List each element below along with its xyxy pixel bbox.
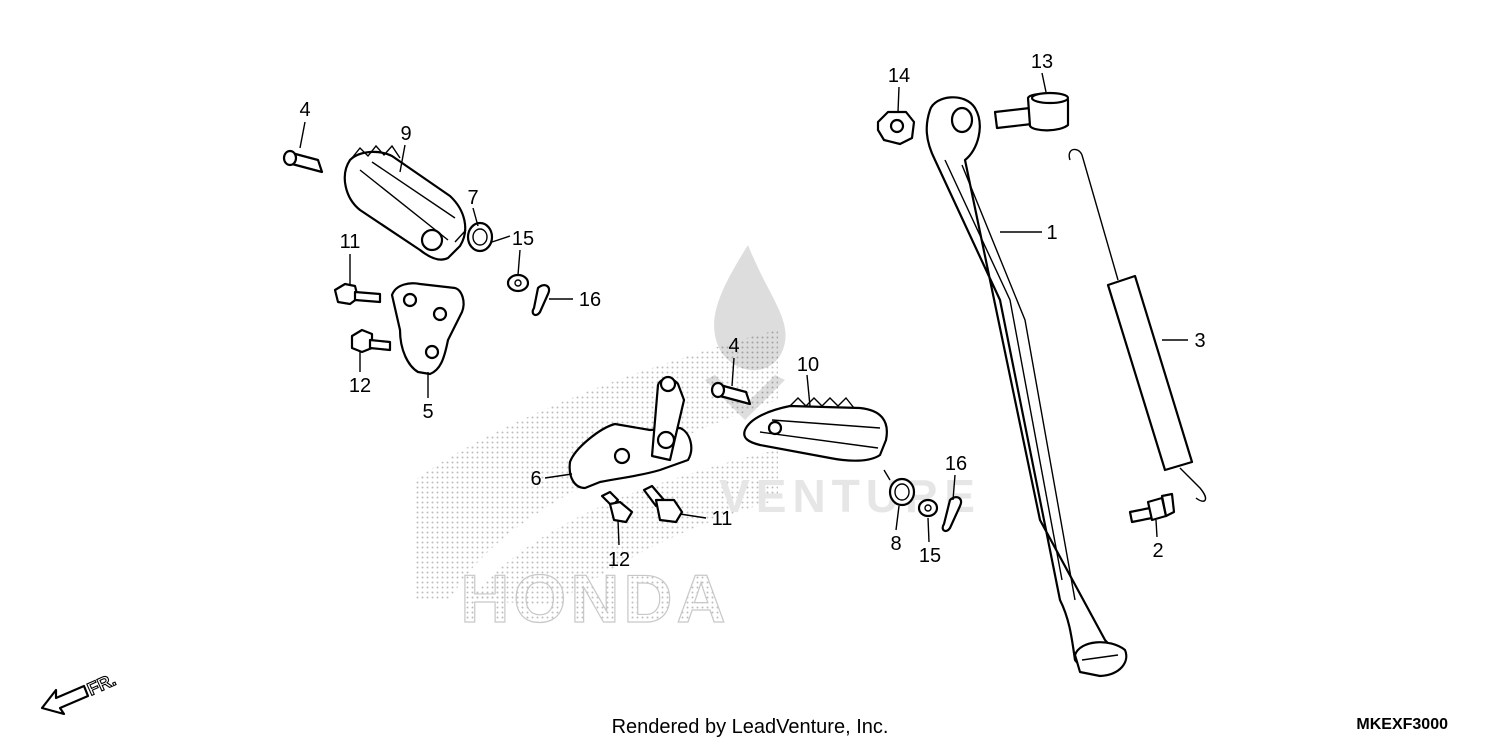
callout-8: 8: [890, 533, 901, 555]
side-stand: [925, 96, 1128, 678]
collar-bolt: [993, 91, 1070, 132]
callout-16-lower: 16: [945, 453, 967, 475]
stand-nut: [876, 110, 916, 146]
upper-cotter-pin: [531, 284, 551, 317]
callout-7: 7: [467, 187, 478, 209]
upper-washer: [506, 273, 530, 293]
callout-12-lower: 12: [608, 549, 630, 571]
upper-footpeg-spring: [454, 221, 511, 253]
lower-footpeg: [743, 396, 888, 462]
stand-spring: [1068, 148, 1207, 502]
upper-footpeg-pin: [282, 149, 324, 174]
upper-bracket: [390, 282, 465, 376]
callout-13: 13: [1031, 51, 1053, 73]
callout-5: 5: [422, 401, 433, 423]
callout-16-upper: 16: [579, 289, 601, 311]
callout-2: 2: [1152, 540, 1163, 562]
callout-9: 9: [400, 123, 411, 145]
callout-3: 3: [1194, 330, 1205, 352]
lower-footpeg-spring: [883, 469, 916, 507]
lower-flange-bolt: [642, 484, 684, 524]
lower-footpeg-pin: [710, 381, 752, 406]
upper-socket-bolt: [350, 328, 392, 354]
honda-wordmark-watermark: HONDA: [460, 561, 729, 637]
diagram-code: MKEXF3000: [1356, 716, 1448, 733]
leadventure-text-watermark: VENTURE: [719, 470, 981, 522]
front-indicator-label: FR.: [84, 669, 119, 699]
upper-flange-bolt: [333, 282, 382, 306]
callout-10: 10: [797, 354, 819, 376]
lower-bracket: [568, 375, 693, 490]
callout-15-lower: 15: [919, 545, 941, 567]
callout-15-upper: 15: [512, 228, 534, 250]
stand-pivot-bolt: [1128, 492, 1176, 524]
upper-footpeg: [343, 144, 467, 261]
callout-12-upper: 12: [349, 375, 371, 397]
callout-11-upper: 11: [340, 231, 361, 253]
rendered-by-footer: Rendered by LeadVenture, Inc.: [611, 716, 889, 738]
callout-11-lower: 11: [712, 508, 733, 530]
front-direction-arrow: FR.: [40, 669, 119, 716]
callout-6: 6: [530, 468, 541, 490]
callout-4-lower: 4: [728, 335, 739, 357]
callout-labels: 1 2 3 4 4 5 6 7 8 9 10 11 11 12 12 13 14…: [299, 51, 1205, 571]
leader-lines: [299, 72, 1188, 546]
lower-socket-bolt: [600, 490, 634, 524]
callout-1: 1: [1046, 222, 1057, 244]
callout-14: 14: [888, 65, 910, 87]
lower-washer: [917, 498, 939, 518]
lower-cotter-pin: [941, 496, 963, 533]
callout-4-upper: 4: [299, 99, 310, 121]
